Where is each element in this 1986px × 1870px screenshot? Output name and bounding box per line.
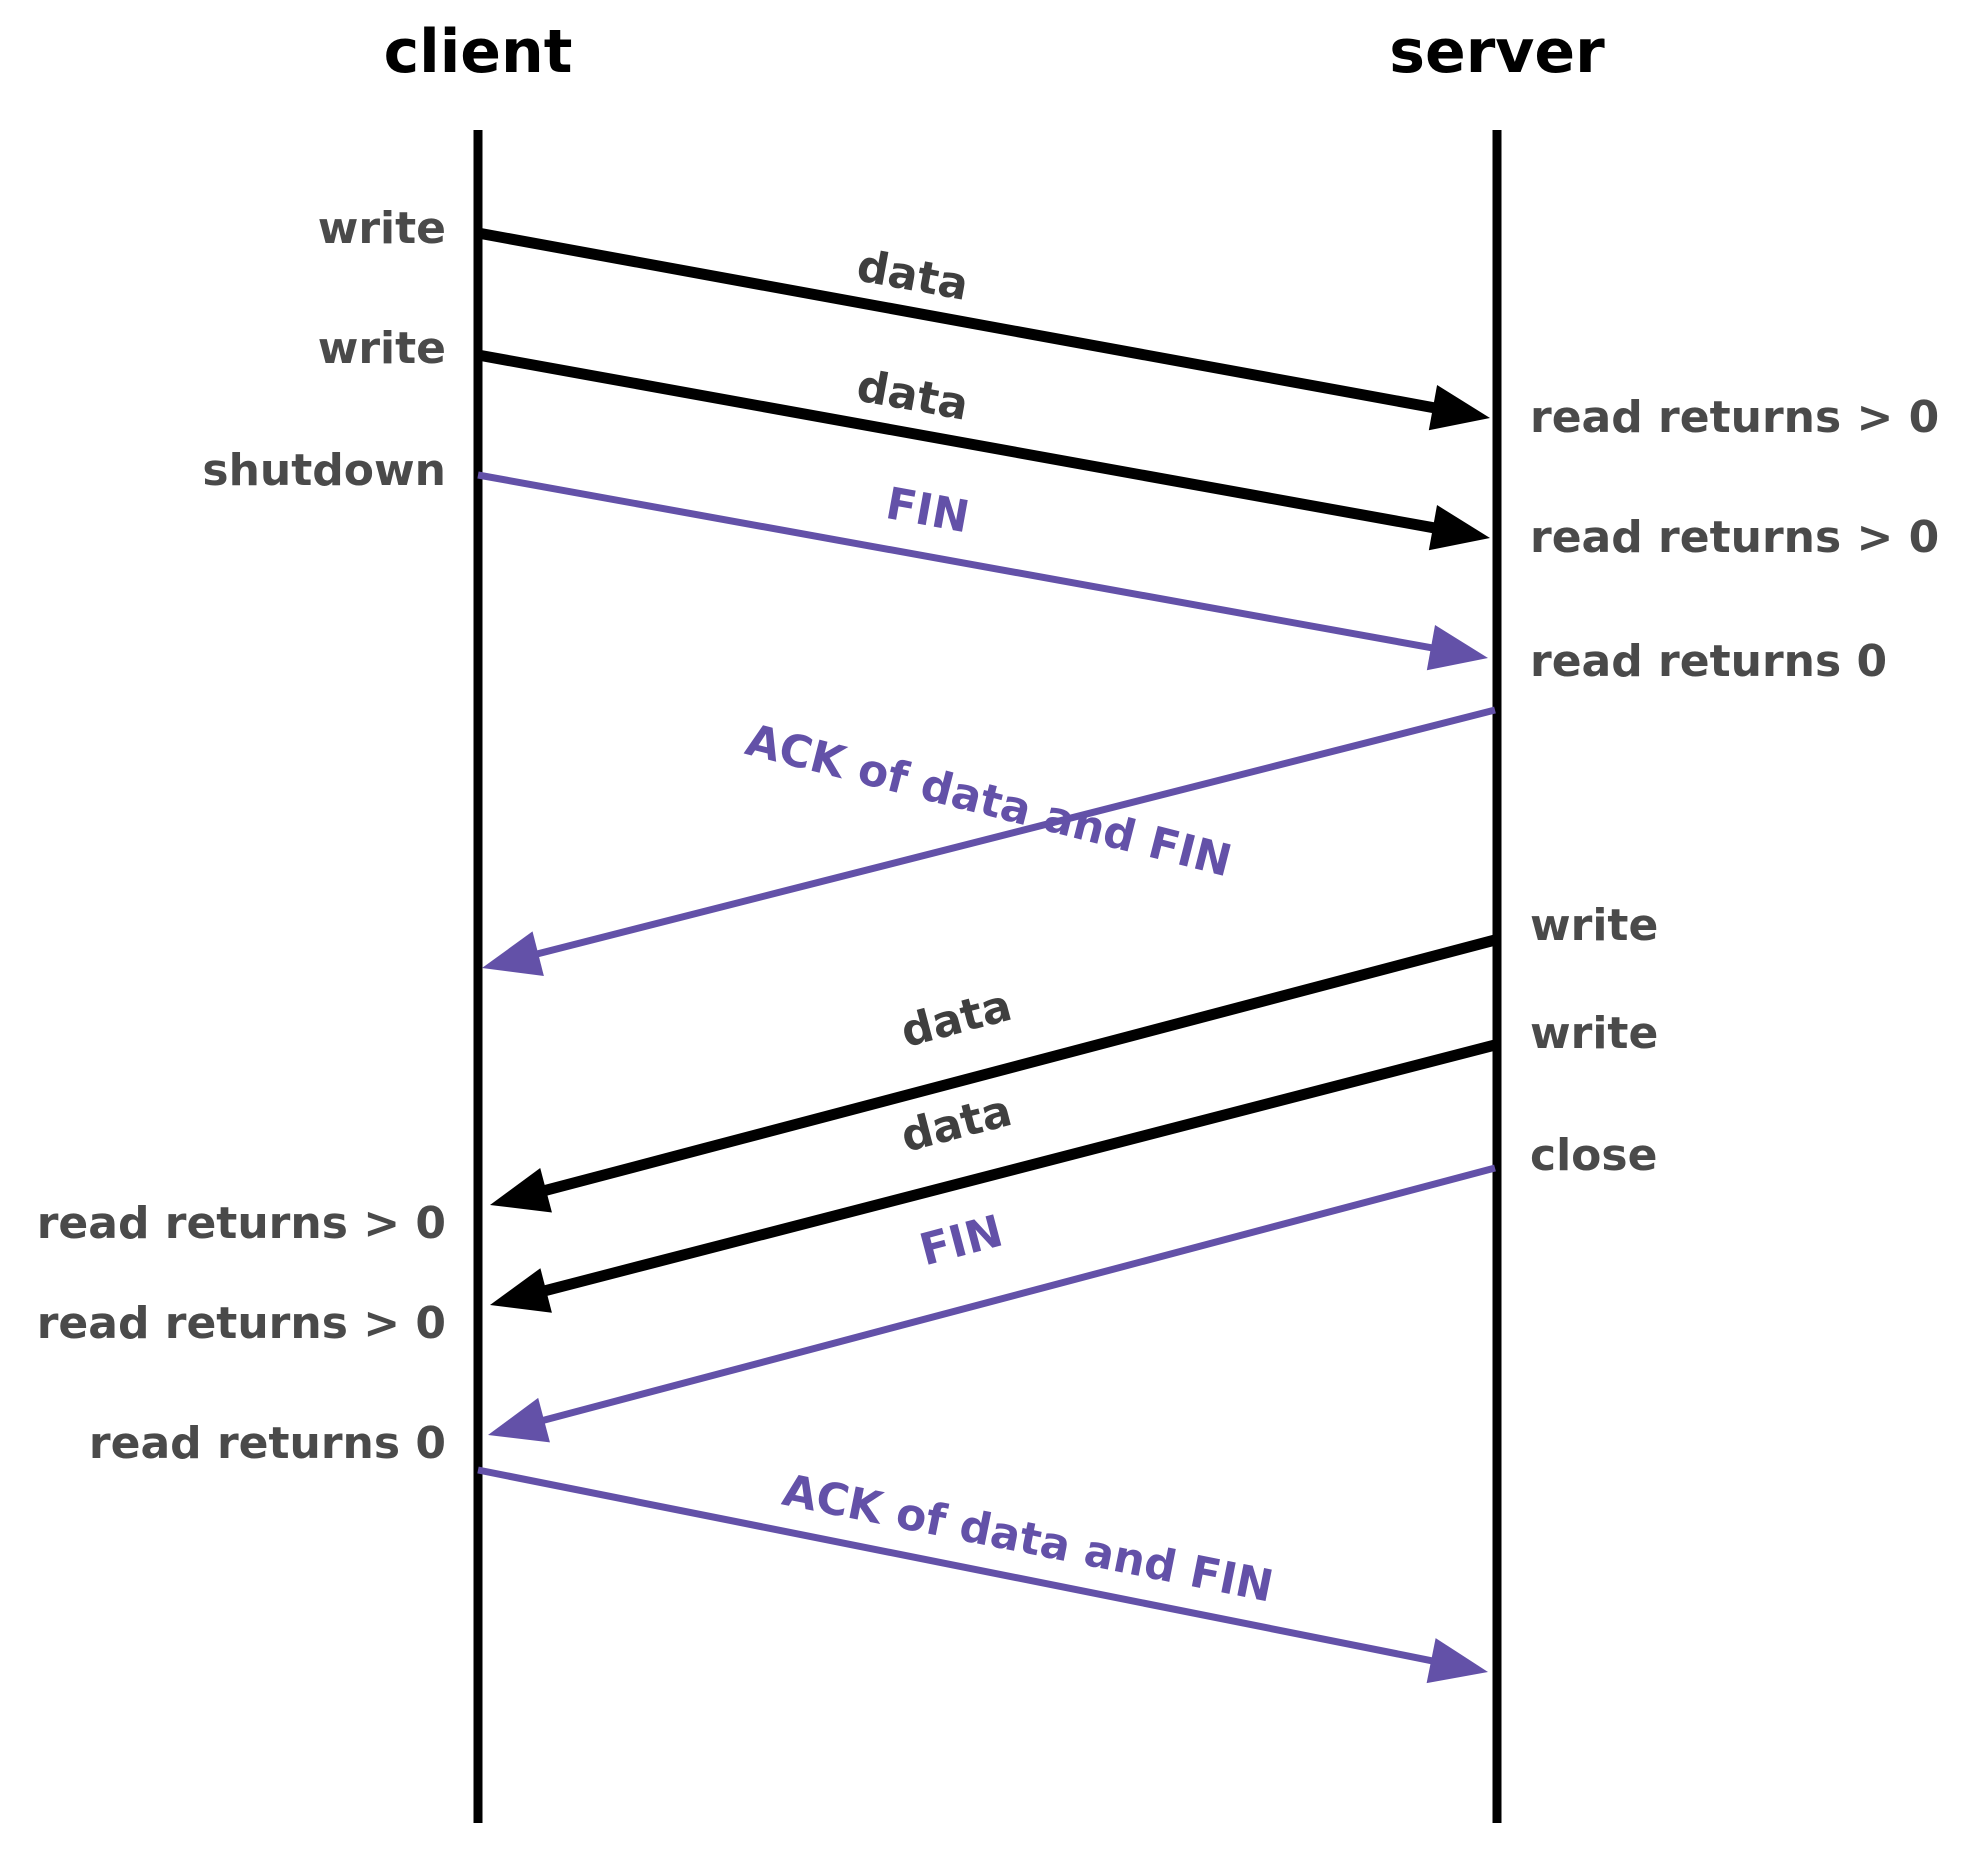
message-arrow-fin-server — [537, 1164, 1496, 1426]
server-label-read-gt0-a: read returns > 0 — [1530, 392, 1939, 443]
server-label-close-s: close — [1530, 1130, 1657, 1181]
message-arrow-data-4 — [539, 1039, 1497, 1298]
message-label-fin-client: FIN — [882, 478, 973, 543]
message-arrow-data-3 — [539, 934, 1497, 1198]
lifeline-header-client: client — [384, 17, 573, 87]
message-arrow-ack-client — [477, 1466, 1438, 1666]
message-label-data-2: data — [853, 361, 972, 431]
server-label-read-0-s: read returns 0 — [1530, 636, 1887, 687]
arrowhead-data-4 — [490, 1268, 552, 1313]
arrowhead-fin-client — [1426, 625, 1488, 671]
client-label-write-2: write — [318, 323, 446, 374]
message-arrow-data-2 — [477, 349, 1440, 535]
message-arrow-data-1 — [477, 227, 1440, 415]
client-label-read-0: read returns 0 — [89, 1418, 446, 1469]
labels-group: write write shutdown read returns > 0 read r… — [37, 203, 1940, 1469]
arrowhead-ack-server — [482, 931, 544, 976]
arrowhead-ack-client — [1426, 1638, 1488, 1684]
arrowhead-data-3 — [490, 1167, 552, 1213]
client-label-read-gt0-2: read returns > 0 — [37, 1298, 446, 1349]
message-arrow-ack-server — [531, 706, 1496, 959]
server-label-write-s2: write — [1530, 1008, 1658, 1059]
server-label-write-s1: write — [1530, 900, 1658, 951]
message-label-fin-server: FIN — [915, 1206, 1009, 1277]
lifelines-group — [473, 130, 1502, 1823]
arrowhead-data-2 — [1428, 505, 1490, 551]
message-arrow-fin-client — [477, 471, 1438, 653]
message-label-data-3: data — [896, 980, 1017, 1058]
server-label-read-gt0-b: read returns > 0 — [1530, 512, 1939, 563]
client-label-read-gt0-1: read returns > 0 — [37, 1198, 446, 1249]
headers-group: client server — [384, 17, 1606, 87]
lifeline-header-server: server — [1389, 17, 1605, 87]
arrowhead-fin-server — [488, 1397, 550, 1443]
message-label-ack-client: ACK of data and FIN — [778, 1465, 1277, 1613]
arrowhead-data-1 — [1428, 384, 1490, 431]
message-label-ack-server: ACK of data and FIN — [741, 715, 1237, 888]
client-label-shutdown: shutdown — [202, 445, 446, 496]
client-label-write-1: write — [318, 203, 446, 254]
